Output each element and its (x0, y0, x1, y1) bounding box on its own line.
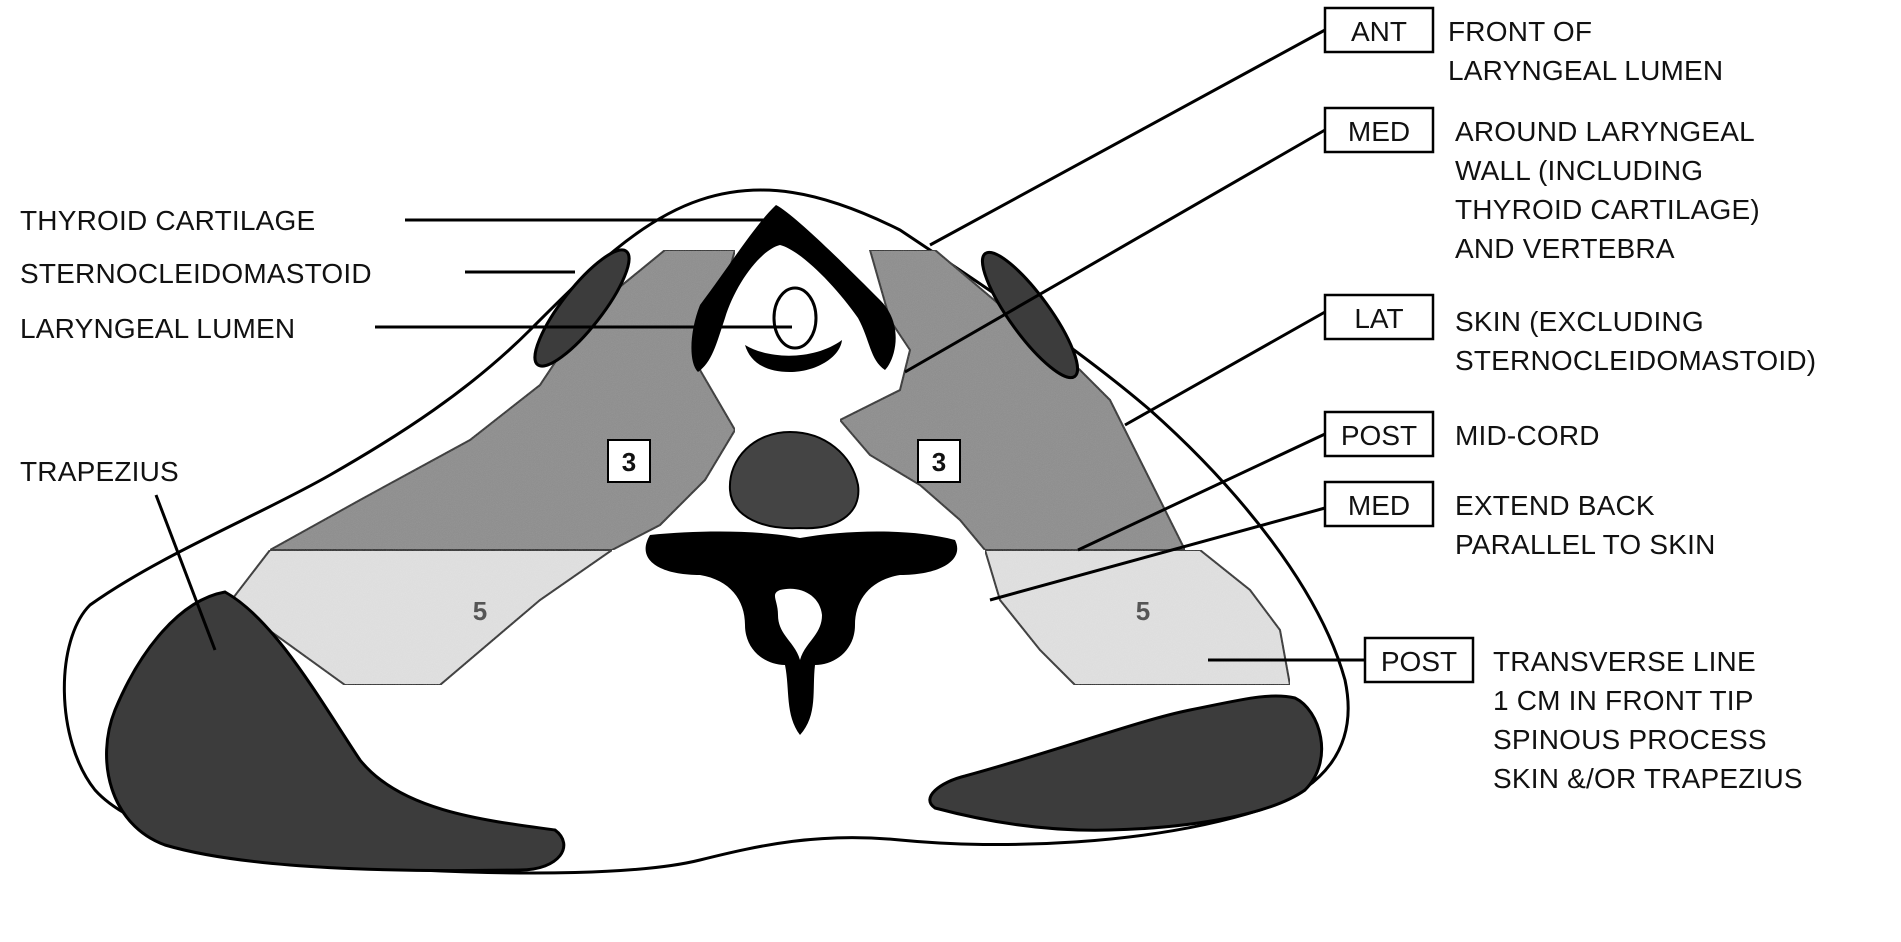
level-5-right-number: 5 (1136, 596, 1150, 626)
label-sternocleidomastoid: STERNOCLEIDOMASTOID (20, 258, 372, 289)
label-thyroid-cartilage: THYROID CARTILAGE (20, 205, 315, 236)
legend-med-2-line-1: EXTEND BACK (1455, 490, 1655, 521)
legend-tag-med-2: MED (1348, 490, 1410, 521)
legend-tag-ant: ANT (1351, 16, 1407, 47)
legend-tag-post-2: POST (1381, 646, 1457, 677)
label-trapezius: TRAPEZIUS (20, 456, 179, 487)
label-laryngeal-lumen: LARYNGEAL LUMEN (20, 313, 295, 344)
legend-med-1-line-1: AROUND LARYNGEAL (1455, 116, 1755, 147)
legend-med-1-line-3: THYROID CARTILAGE) (1455, 194, 1760, 225)
leader-med-1 (905, 130, 1325, 372)
level-3-right-number: 3 (932, 447, 946, 477)
legend-tag-lat: LAT (1354, 303, 1403, 334)
legend-lat-line-2: STERNOCLEIDOMASTOID) (1455, 345, 1816, 376)
legend-tag-post-1: POST (1341, 420, 1417, 451)
legend-ant-line-1: FRONT OF (1448, 16, 1592, 47)
leader-ant (930, 30, 1325, 245)
legend-ant-line-2: LARYNGEAL LUMEN (1448, 55, 1723, 86)
legend-med-1-line-2: WALL (INCLUDING (1455, 155, 1703, 186)
legend-post-1-line-1: MID-CORD (1455, 420, 1600, 451)
level-5-left-number: 5 (473, 596, 487, 626)
legend-post-2-line-1: TRANSVERSE LINE (1493, 646, 1756, 677)
legend-med-2-line-2: PARALLEL TO SKIN (1455, 529, 1716, 560)
leader-lat (1125, 312, 1325, 425)
legend-post-2-line-2: 1 CM IN FRONT TIP (1493, 685, 1754, 716)
legend-lat-line-1: SKIN (EXCLUDING (1455, 306, 1704, 337)
level-3-left-number: 3 (622, 447, 636, 477)
legend-post-2-line-3: SPINOUS PROCESS (1493, 724, 1767, 755)
legend-post-2-line-4: SKIN &/OR TRAPEZIUS (1493, 763, 1803, 794)
legend-med-1-line-4: AND VERTEBRA (1455, 233, 1675, 264)
legend-tag-med-1: MED (1348, 116, 1410, 147)
laryngeal-lumen (774, 288, 816, 348)
